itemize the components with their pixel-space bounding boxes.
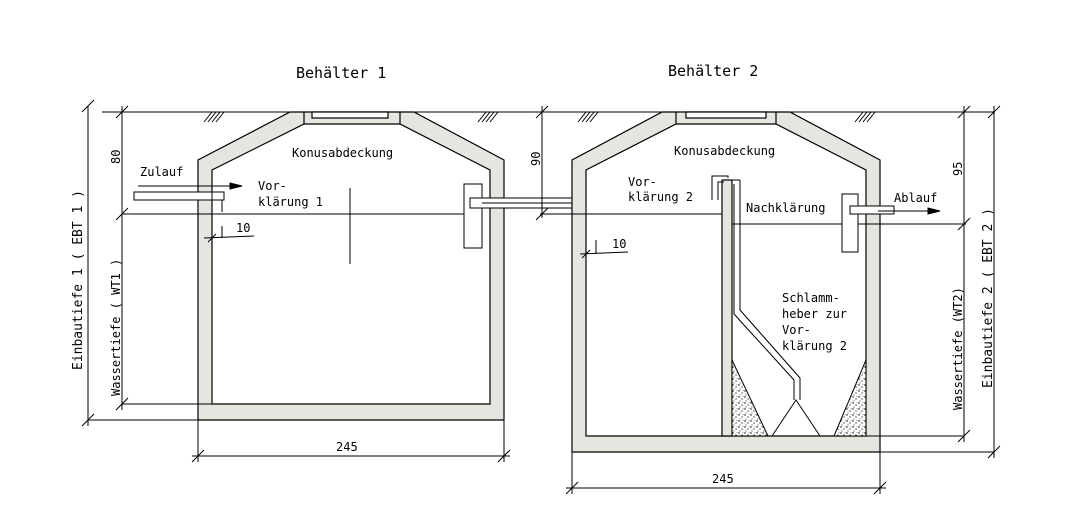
tank1-body [197, 111, 505, 421]
soil-hatching-icon [203, 111, 876, 123]
tank1-drop-dimension [203, 226, 255, 243]
tank1-cover-dimension: 80 [109, 150, 123, 164]
sludge-label-1: Schlamm- [782, 291, 840, 305]
tank2-sludge-cone-left [731, 359, 769, 437]
sludge-label-3: Vor- [782, 323, 811, 337]
tank2-water-depth-label: Wassertiefe (WT2) [951, 287, 965, 410]
tank2-chamber-label-2: klärung 2 [628, 190, 693, 204]
tank1-cover-label: Konusabdeckung [292, 146, 393, 160]
connecting-pipe [463, 183, 587, 249]
tank2-body [571, 111, 881, 453]
tank2-drop-dimension [579, 240, 629, 259]
sludge-label-2: heber zur [782, 307, 847, 321]
tank1-width-dimension [191, 420, 511, 463]
tank2-width-dimension [565, 452, 887, 495]
tank1-inlet-pipe [133, 191, 225, 212]
tank1-width-value: 245 [336, 440, 358, 454]
tank2-cover-label: Konusabdeckung [674, 144, 775, 158]
inlet-label: Zulauf [140, 165, 183, 179]
tank2-cover-dimension: 90 [529, 152, 543, 166]
tank2-title: Behälter 2 [668, 62, 758, 80]
tank2-top-dimension: 95 [951, 162, 965, 176]
tank2-install-depth-label: Einbautiefe 2 ( EBT 2 ) [981, 208, 996, 388]
tank2-cover-dimension-lines [535, 105, 549, 221]
tank2-drop-value: 10 [612, 237, 626, 251]
tank2-width-value: 245 [712, 472, 734, 486]
tank1-drop-value: 10 [236, 221, 250, 235]
inlet-arrow-icon [138, 182, 243, 190]
tank2-depth-dimensions [866, 105, 1001, 459]
outlet-arrow-icon [878, 207, 941, 215]
tank2-chamber-label-1: Vor- [628, 175, 657, 189]
tank1-chamber-label-2: klärung 1 [258, 195, 323, 209]
tank2-sludge-cone-right [833, 359, 867, 437]
tank1-chamber-label-1: Vor- [258, 179, 287, 193]
sludge-label-4: klärung 2 [782, 339, 847, 353]
sludge-lifter-pipe [711, 175, 801, 400]
post-clarification-label: Nachklärung [746, 201, 825, 215]
tank1-depth-dimensions [81, 99, 212, 427]
tank2-hopper-lines [771, 399, 821, 437]
tank1-title: Behälter 1 [296, 64, 386, 82]
outlet-label: Ablauf [894, 191, 937, 205]
tank2-outlet-pipe [841, 193, 895, 253]
tank1-install-depth-label: Einbautiefe 1 ( EBT 1 ) [71, 190, 86, 370]
tank1-water-depth-label: Wassertiefe ( WT1 ) [109, 259, 123, 396]
